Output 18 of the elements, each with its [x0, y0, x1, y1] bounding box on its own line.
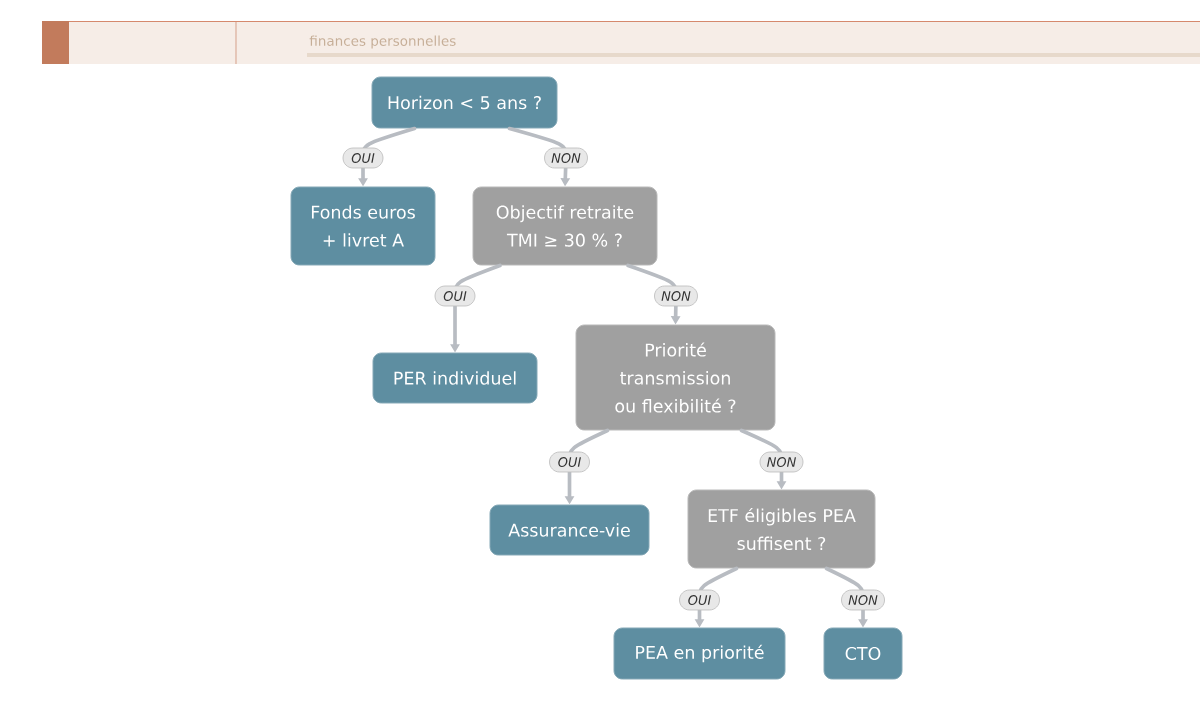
result-box: Fonds euros + livret A — [290, 186, 436, 266]
edge-label: NON — [544, 147, 588, 169]
question-box: Objectif retraite TMI ≥ 30 % ? — [472, 186, 658, 266]
edge-label: OUI — [434, 285, 476, 307]
edge-label: OUI — [342, 147, 384, 169]
result-box: PER individuel — [372, 352, 538, 404]
result-box: PEA en priorité — [613, 627, 786, 680]
category-label: finances personnelles — [309, 35, 456, 49]
result-box: Assurance-vie — [489, 504, 650, 556]
edge-label: OUI — [679, 589, 720, 611]
question-box: ETF éligibles PEA suffisent ? — [687, 489, 876, 569]
question-box: Priorité transmission ou flexibilité ? — [575, 324, 776, 431]
edge-label: NON — [841, 589, 885, 611]
question-box: Horizon < 5 ans ? — [371, 76, 558, 129]
edge-label: NON — [759, 451, 804, 473]
result-box: CTO — [823, 627, 903, 680]
edge-label: NON — [654, 285, 698, 307]
edge-label: OUI — [549, 451, 590, 473]
